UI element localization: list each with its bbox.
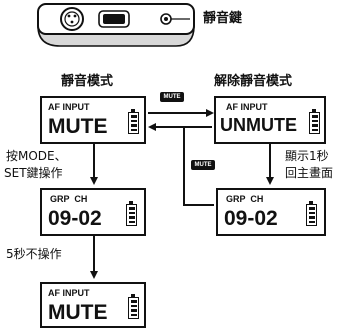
show-1s-label: 回主畫面 <box>285 166 334 180</box>
lcd-top-text: GRP CH <box>50 194 88 204</box>
mute-button-icon: MUTE <box>160 92 184 102</box>
lcd-main-text: MUTE <box>48 115 108 138</box>
mute-key-icon[interactable] <box>98 10 130 28</box>
mute-button-icon: MUTE <box>191 160 215 170</box>
lcd-main-text: 09-02 <box>48 207 102 230</box>
lcd-top-text: AF INPUT <box>48 102 90 112</box>
lcd-grp-screen: GRP CH 09-02 <box>40 188 146 236</box>
battery-full-icon <box>306 201 317 226</box>
lcd-main-text: MUTE <box>48 301 108 324</box>
show-1s-label: 顯示1秒 <box>285 149 329 163</box>
battery-full-icon <box>126 201 137 226</box>
battery-full-icon <box>309 109 320 134</box>
xlr-connector-icon <box>60 7 84 31</box>
lcd-top-text: AF INPUT <box>226 102 268 112</box>
device-drawing <box>37 3 195 47</box>
arrow-grp-return <box>183 127 214 206</box>
lcd-mute-screen: AF INPUT MUTE <box>40 96 146 144</box>
battery-full-icon <box>128 294 139 319</box>
lcd-top-text: GRP CH <box>226 194 264 204</box>
lcd-unmute-screen: AF INPUT UNMUTE <box>214 96 326 144</box>
lcd-grp-screen: GRP CH 09-02 <box>216 188 326 236</box>
mute-mode-title: 靜音模式 <box>61 74 114 89</box>
knob-icon <box>160 13 172 25</box>
lcd-mute-screen: AF INPUT MUTE <box>40 282 146 328</box>
unmute-mode-title: 解除靜音模式 <box>214 74 293 89</box>
mute-key-callout: 靜音鍵 <box>203 11 243 26</box>
idle-5s-label: 5秒不操作 <box>6 247 62 261</box>
press-mode-label: 按MODE、 <box>6 149 67 163</box>
lcd-top-text: AF INPUT <box>48 288 90 298</box>
battery-full-icon <box>128 109 139 134</box>
press-mode-label: SET鍵操作 <box>4 166 63 180</box>
lcd-main-text: 09-02 <box>224 207 278 230</box>
lcd-main-text: UNMUTE <box>220 115 297 135</box>
